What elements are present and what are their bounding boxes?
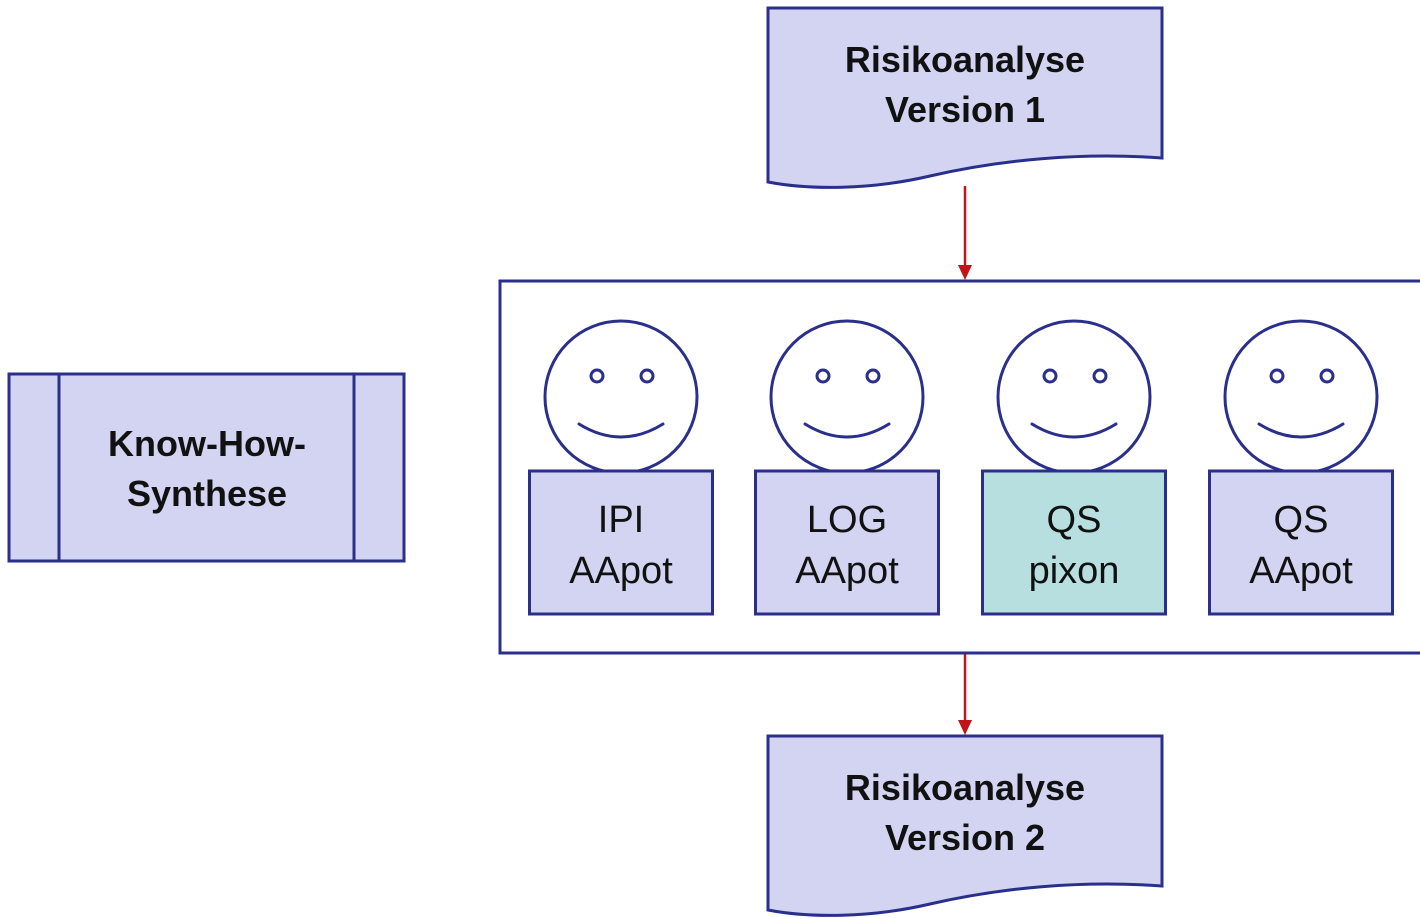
smiley-face-icon	[1223, 319, 1379, 475]
role-label-line2: AApot	[795, 550, 899, 592]
role-label-line1: QS	[1274, 499, 1329, 541]
document-shape-bottom	[766, 734, 1164, 917]
arrow-team-to-document	[958, 654, 972, 735]
role-label-line2: AApot	[569, 550, 673, 592]
team-member-3: QS pixon	[981, 319, 1167, 616]
document-risikoanalyse-version-1: Risikoanalyse Version 1	[766, 6, 1164, 189]
document-top-line1: Risikoanalyse	[845, 39, 1085, 80]
role-label-line1: IPI	[598, 499, 644, 541]
process-line1: Know-How-	[108, 423, 306, 464]
team-members: IPI AApot LOG AApot QS pixon QS AApot	[528, 319, 1394, 616]
document-risikoanalyse-version-2: Risikoanalyse Version 2	[766, 734, 1164, 917]
document-shape-top	[766, 6, 1164, 189]
smiley-face-icon	[543, 319, 699, 475]
document-top-line2: Version 1	[885, 89, 1045, 130]
team-member-4: QS AApot	[1208, 319, 1394, 616]
process-shape	[7, 372, 406, 563]
role-box	[981, 469, 1167, 616]
role-box	[528, 469, 714, 616]
arrow-document-to-team	[958, 186, 972, 280]
document-bottom-line1: Risikoanalyse	[845, 767, 1085, 808]
role-box	[754, 469, 940, 616]
process-know-how-synthese: Know-How- Synthese	[7, 372, 406, 563]
document-bottom-line2: Version 2	[885, 817, 1045, 858]
role-label-line1: QS	[1047, 499, 1102, 541]
smiley-face-icon	[769, 319, 925, 475]
role-label-line2: pixon	[1029, 550, 1120, 592]
role-box	[1208, 469, 1394, 616]
role-label-line2: AApot	[1249, 550, 1353, 592]
role-label-line1: LOG	[807, 499, 887, 541]
team-member-2: LOG AApot	[754, 319, 940, 616]
smiley-face-icon	[996, 319, 1152, 475]
process-line2: Synthese	[127, 473, 287, 514]
team-member-1: IPI AApot	[528, 319, 714, 616]
